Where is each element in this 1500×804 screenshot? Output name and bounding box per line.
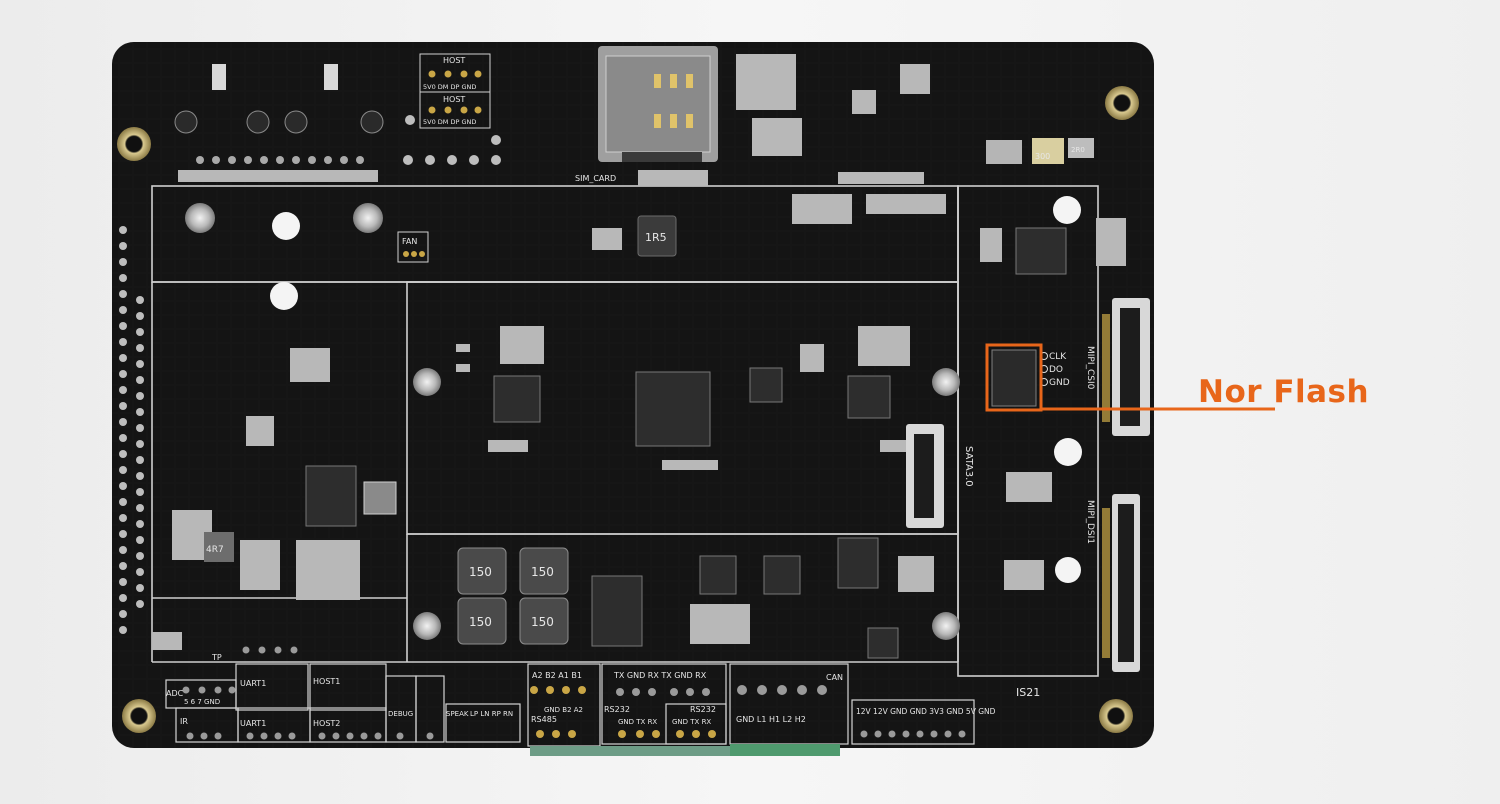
drill-holes xyxy=(270,196,1082,583)
speak-label: SPEAK xyxy=(446,710,469,718)
rs232-right-pins-label: GND TX RX xyxy=(672,718,711,726)
host1-label: HOST1 xyxy=(313,677,340,686)
mipi-dsi-connector xyxy=(1102,494,1140,672)
host2-label: HOST2 xyxy=(313,719,340,728)
is21-mark: IS21 xyxy=(1016,686,1040,699)
cap-300-label: 300 xyxy=(1035,152,1050,161)
silkscreen-outlines xyxy=(151,185,1099,677)
ic-chips xyxy=(305,227,1067,659)
speak-pins-label: LP LN RP RN xyxy=(470,710,513,718)
host-headers xyxy=(403,53,501,165)
host-bottom-label: HOST xyxy=(443,95,465,104)
sata-connector xyxy=(906,424,944,528)
uart1-top-label: UART1 xyxy=(240,679,266,688)
mipi-csi-label: MIPI_CSI0 xyxy=(1085,346,1095,390)
ir-label: IR xyxy=(180,717,188,726)
host-bottom-pins-label: 5V0 DM DP GND xyxy=(423,118,476,126)
inductor-150-a-label: 150 xyxy=(469,565,492,579)
nor-flash-label: Nor Flash xyxy=(1198,374,1370,410)
rs232-pins-top-label: TX GND RX TX GND RX xyxy=(613,671,707,680)
fan-label: FAN xyxy=(402,237,417,246)
standoffs xyxy=(185,203,960,640)
mipi-csi-connector xyxy=(1102,298,1150,436)
sata-label: SATA3.0 xyxy=(963,446,974,487)
mipi-dsi-label: MIPI_DSI1 xyxy=(1085,500,1095,544)
nor-flash-highlight-box xyxy=(985,343,1043,412)
header-pins xyxy=(182,646,966,740)
gpio-pad-column xyxy=(119,226,144,634)
mounting-holes xyxy=(117,86,1139,733)
crystal-label: 4R7 xyxy=(206,545,224,555)
adc-label: ADC xyxy=(166,689,184,698)
flash-gnd-label: GND xyxy=(1049,378,1070,388)
inductor-150-c-label: 150 xyxy=(469,615,492,629)
cap-2r0-label: 2R0 xyxy=(1071,146,1085,154)
host-top-pins-label: 5V0 DM DP GND xyxy=(423,83,476,91)
sim-card-label: SIM_CARD xyxy=(575,174,616,183)
rs232-right-label: RS232 xyxy=(690,705,716,714)
inductor-150-b-label: 150 xyxy=(531,565,554,579)
tp-label: TP xyxy=(211,653,222,662)
rs232-left-label: RS232 xyxy=(604,705,630,714)
uart1-bottom-label: UART1 xyxy=(240,719,266,728)
power-inductors xyxy=(457,547,569,645)
rs485-pins-top-label: A2 B2 A1 B1 xyxy=(532,671,582,680)
flash-do-label: DO xyxy=(1049,365,1063,375)
inductor-150-d-label: 150 xyxy=(531,615,554,629)
rs485-label: RS485 xyxy=(531,715,557,724)
flash-clk-label: CLK xyxy=(1049,352,1067,362)
rs232-left-pins-label: GND TX RX xyxy=(618,718,657,726)
debug-label: DEBUG xyxy=(388,710,413,718)
host-top-label: HOST xyxy=(443,56,465,65)
inductor-1r5-label: 1R5 xyxy=(645,231,667,244)
can-label: CAN xyxy=(826,673,843,682)
rs485-pins-bottom-label: GND B2 A2 xyxy=(544,706,583,714)
sim-card-holder xyxy=(598,46,718,162)
nor-flash-chip xyxy=(991,349,1048,407)
adc-pins-label: 5 6 7 GND xyxy=(184,698,220,706)
can-pins-label: GND L1 H1 L2 H2 xyxy=(736,715,806,724)
top-left-connector xyxy=(174,64,384,164)
power-pins-label: 12V 12V GND GND 3V3 GND 5V GND xyxy=(856,707,996,716)
